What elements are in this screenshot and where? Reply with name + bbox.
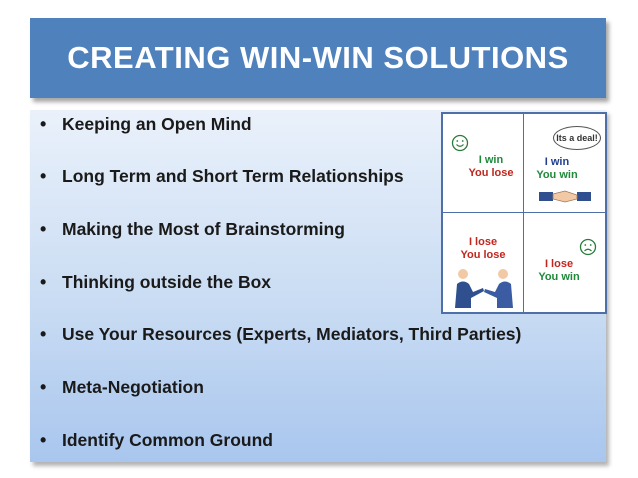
bullet-dot: • (40, 377, 47, 397)
bullet-text: Thinking outside the Box (62, 272, 272, 292)
content-panel: • Keeping an Open Mind • Long Term and Sho… (30, 110, 607, 462)
cell-top-right: I win You win (529, 156, 585, 182)
cell-bottom-left: I lose You lose (453, 236, 513, 262)
bullet-text: Meta-Negotiation (62, 377, 204, 397)
win-lose-matrix: I win You lose Its a deal! I win You win… (441, 112, 607, 314)
smile-icon (451, 134, 469, 152)
cell-line: You lose (468, 167, 514, 179)
bullet-item: • Identify Common Ground (40, 430, 273, 451)
cell-line: You lose (460, 249, 506, 261)
bullet-item: • Meta-Negotiation (40, 377, 204, 398)
bullet-dot: • (40, 324, 47, 344)
bullet-dot: • (40, 430, 47, 450)
bullet-text: Keeping an Open Mind (62, 114, 252, 134)
cell-line: I win (544, 156, 570, 168)
speech-bubble-icon: Its a deal! (553, 126, 601, 150)
cell-bottom-right: I lose You win (531, 258, 587, 284)
bullet-dot: • (40, 219, 47, 239)
slide-title: CREATING WIN-WIN SOLUTIONS (67, 40, 569, 75)
cell-line: I lose (468, 236, 498, 248)
cell-line: I win (478, 154, 504, 166)
cell-line: You win (538, 271, 580, 283)
bullet-text: Long Term and Short Term Relationships (62, 166, 404, 186)
matrix-divider (443, 212, 605, 213)
frown-icon (579, 238, 597, 256)
cell-top-left: I win You lose (463, 154, 519, 180)
handshake-icon (539, 190, 591, 203)
bullet-item: • Long Term and Short Term Relationships (40, 166, 404, 187)
bullet-item: • Making the Most of Brainstorming (40, 219, 345, 240)
bullet-item: • Thinking outside the Box (40, 272, 271, 293)
bullet-item: • Keeping an Open Mind (40, 114, 252, 135)
bullet-dot: • (40, 272, 47, 292)
bullet-dot: • (40, 114, 47, 134)
people-arguing-icon (455, 269, 513, 308)
speech-text: Its a deal! (556, 133, 598, 143)
bullet-text: Use Your Resources (Experts, Mediators, … (62, 324, 522, 344)
bullet-text: Identify Common Ground (62, 430, 273, 450)
cell-line: I lose (544, 258, 574, 270)
title-bar: CREATING WIN-WIN SOLUTIONS (30, 18, 606, 98)
bullet-item: • Use Your Resources (Experts, Mediators,… (40, 324, 521, 345)
cell-line: You win (536, 169, 578, 181)
matrix-divider (523, 114, 524, 312)
bullet-dot: • (40, 166, 47, 186)
bullet-text: Making the Most of Brainstorming (62, 219, 345, 239)
